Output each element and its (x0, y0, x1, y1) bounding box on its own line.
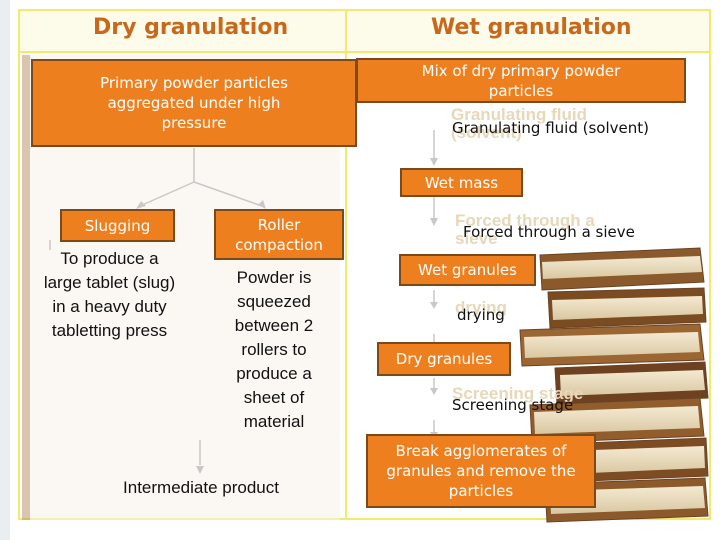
ghost-drying-label: drying (455, 298, 507, 317)
slugging-description: To produce a large tablet (slug) in a he… (43, 249, 176, 340)
forced-through-sieve-label: Forced through a sieve (463, 223, 635, 241)
dry-granules-box: Dry granules (377, 342, 511, 376)
left-decorative-strip (0, 0, 10, 540)
roller-compaction-label: Roller compaction (235, 215, 323, 254)
screening-stage-label: Screening stage (452, 396, 574, 414)
wet-mass-box: Wet mass (400, 168, 523, 197)
granulating-fluid-label: Granulating fluid (solvent) (452, 119, 649, 137)
intermediate-product-label: Intermediate product (123, 478, 279, 497)
primary-particles-label: Primary powder particles aggregated unde… (100, 74, 288, 132)
mix-primary-particles-box: Mix of dry primary powder particles (356, 58, 686, 103)
wet-mass-label: Wet mass (424, 173, 499, 192)
primary-particles-box: Primary powder particles aggregated unde… (31, 59, 357, 147)
slugging-label: Slugging (84, 216, 151, 235)
dry-header-cell (18, 9, 347, 53)
dry-granules-label: Dry granules (395, 350, 493, 368)
roller-description: Powder is squeezed between 2 rollers to … (234, 268, 314, 431)
ghost-fluid-label: Granulating fluid (solvent) (451, 105, 587, 142)
wet-granules-box: Wet granules (399, 254, 536, 286)
mix-primary-particles-label: Mix of dry primary powder particles (421, 61, 621, 100)
ghost-sieve-label: Forced through a sieve (455, 211, 595, 248)
wet-header-cell (345, 9, 711, 53)
ghost-screening-label: Screening stage (452, 384, 584, 403)
wet-granulation-title: Wet granulation (431, 15, 632, 40)
wet-granules-label: Wet granules (418, 261, 517, 279)
roller-compaction-box: Roller compaction (214, 209, 344, 260)
dry-granulation-title: Dry granulation (93, 15, 289, 40)
break-agglomerates-label: Break agglomerates of granules and remov… (386, 442, 576, 500)
slugging-box: Slugging (60, 209, 175, 242)
break-agglomerates-box: Break agglomerates of granules and remov… (366, 434, 596, 508)
drying-label: drying (457, 306, 505, 324)
